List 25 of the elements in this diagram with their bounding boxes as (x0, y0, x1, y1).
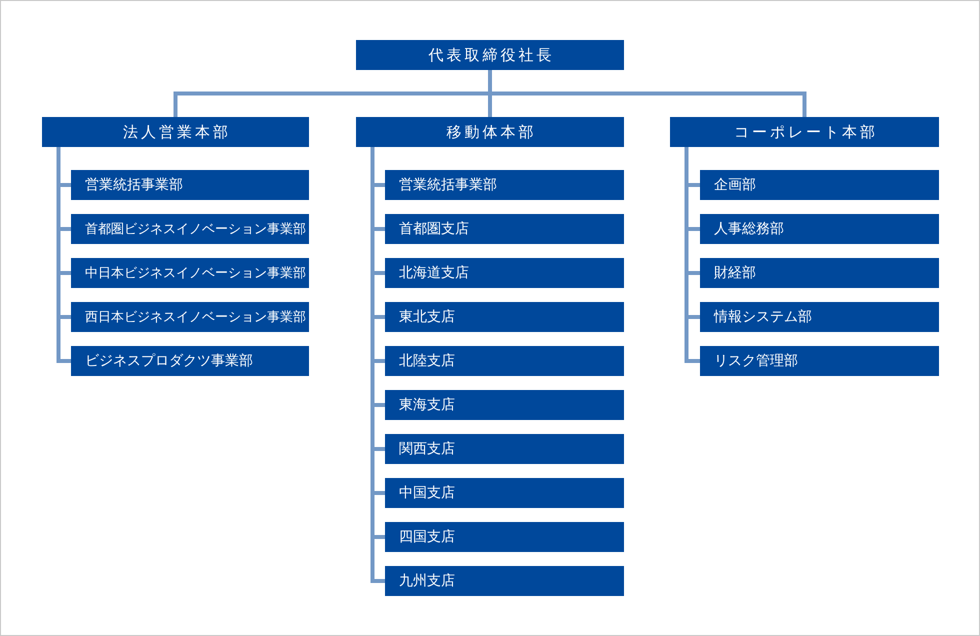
department-box: 中日本ビジネスイノベーション事業部 (71, 258, 309, 288)
department-box: 東海支店 (385, 390, 624, 420)
department-box: 北海道支店 (385, 258, 624, 288)
position-box: 代表取締役社長 (356, 40, 624, 70)
department-box: 営業統括事業部 (385, 170, 624, 200)
department-box: 北陸支店 (385, 346, 624, 376)
division-box: 移動体本部 (356, 117, 624, 147)
department-box: 四国支店 (385, 522, 624, 552)
department-box: 財経部 (700, 258, 939, 288)
department-box: 首都圏支店 (385, 214, 624, 244)
department-box: 九州支店 (385, 566, 624, 596)
department-box: 中国支店 (385, 478, 624, 508)
division-box: コーポレート本部 (670, 117, 939, 147)
department-box: 東北支店 (385, 302, 624, 332)
department-box: 関西支店 (385, 434, 624, 464)
department-box: 情報システム部 (700, 302, 939, 332)
department-box: 首都圏ビジネスイノベーション事業部 (71, 214, 309, 244)
department-box: 西日本ビジネスイノベーション事業部 (71, 302, 309, 332)
department-box: 人事総務部 (700, 214, 939, 244)
department-box: 企画部 (700, 170, 939, 200)
department-box: ビジネスプロダクツ事業部 (71, 346, 309, 376)
division-box: 法人営業本部 (42, 117, 309, 147)
connector-line (488, 70, 806, 117)
department-box: 営業統括事業部 (71, 170, 309, 200)
department-box: リスク管理部 (700, 346, 939, 376)
